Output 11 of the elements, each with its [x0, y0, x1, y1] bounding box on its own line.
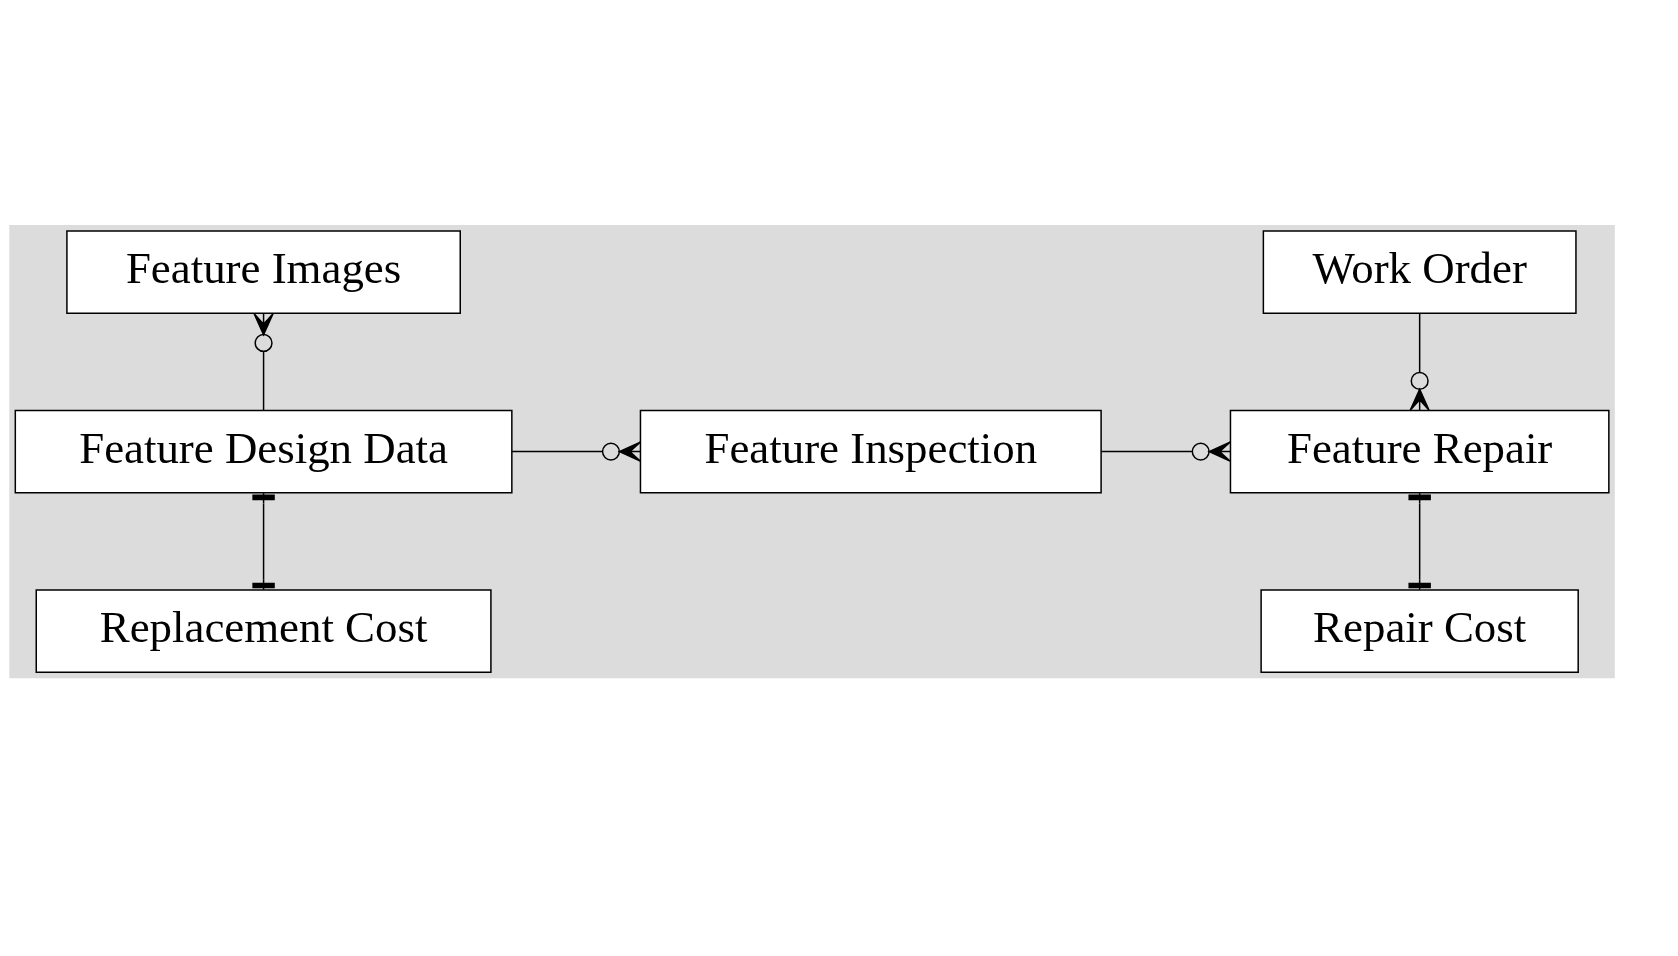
- node-box: Feature Inspection: [639, 409, 1102, 493]
- node-box: Feature Repair: [1229, 409, 1610, 493]
- node-box: Feature Images: [66, 229, 461, 314]
- connector: [1100, 440, 1231, 462]
- connector: [253, 312, 274, 411]
- connector: [1409, 312, 1430, 411]
- node-box: Replacement Cost: [35, 588, 492, 673]
- connector: [511, 440, 641, 462]
- node-box: Feature Design Data: [14, 409, 513, 493]
- node-box: Repair Cost: [1260, 588, 1579, 673]
- node-box: Work Order: [1262, 229, 1577, 314]
